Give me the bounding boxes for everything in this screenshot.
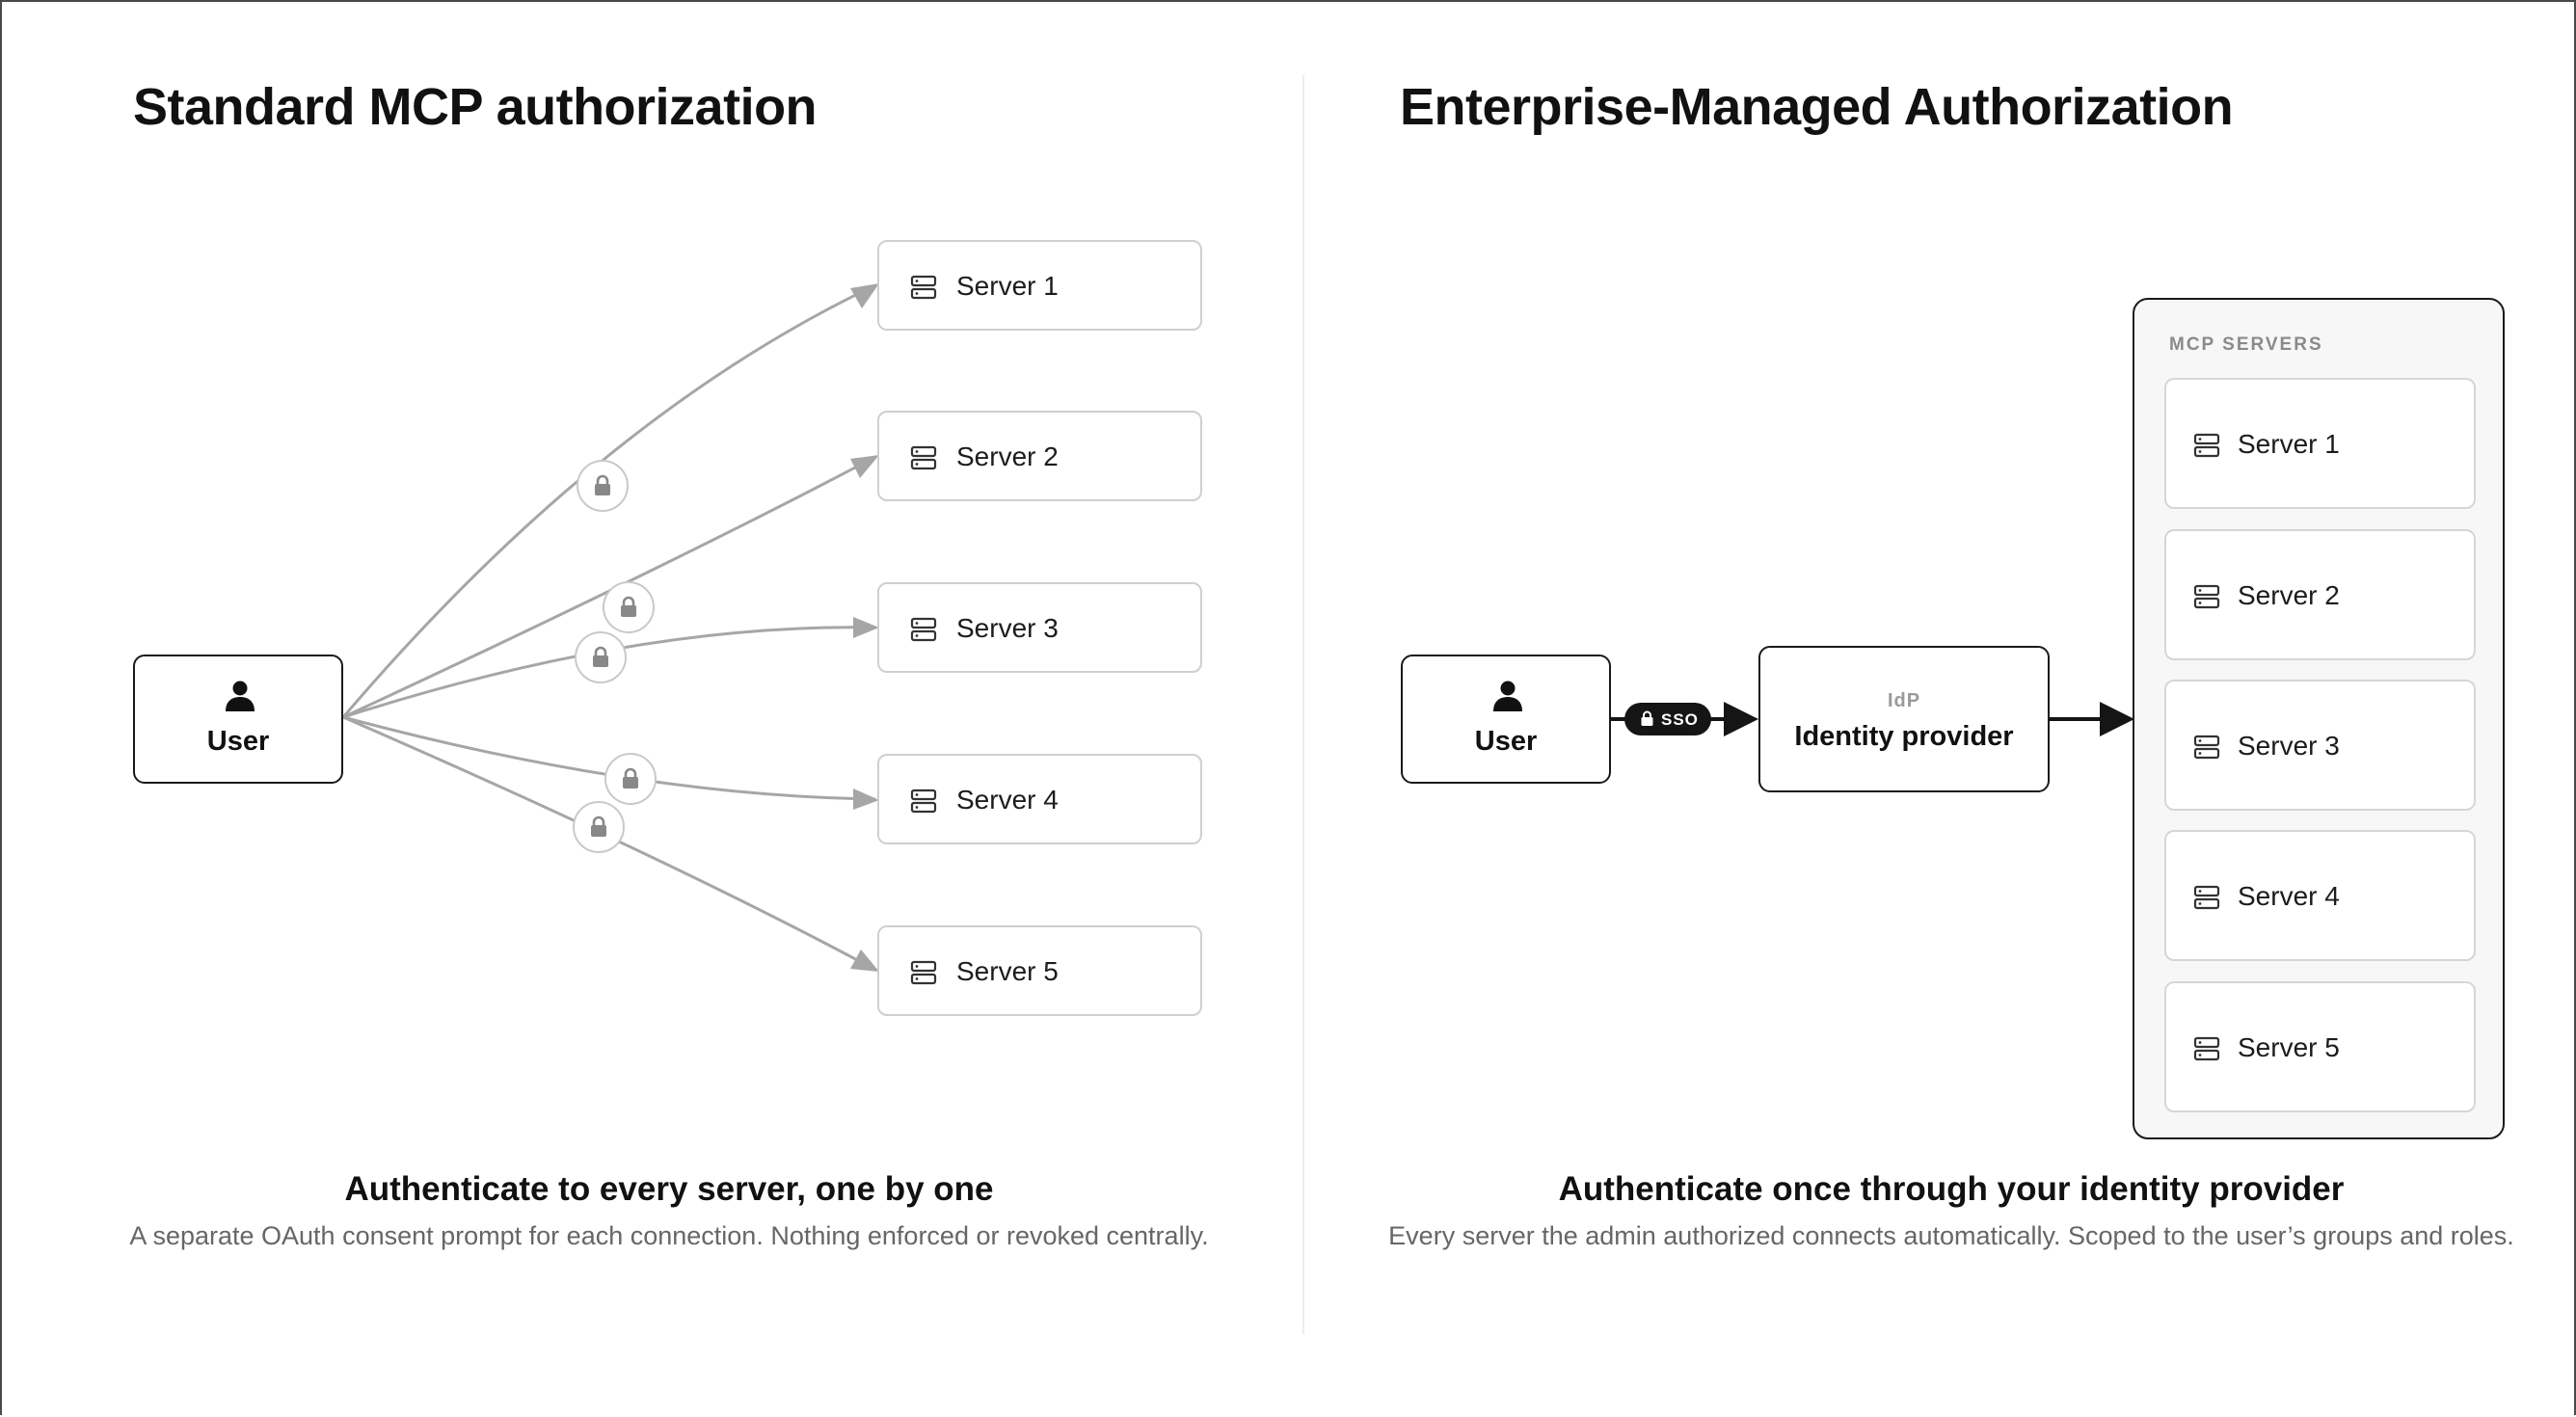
server-label: Server 1 (956, 271, 1059, 301)
server-label: Server 5 (2238, 1032, 2340, 1062)
left-server-2: Server 2 (877, 411, 1202, 501)
panel-divider (1302, 75, 1304, 1334)
idp-label: Identity provider (1794, 721, 2014, 752)
lock-icon (595, 474, 610, 495)
arrowhead-server-2 (850, 455, 879, 478)
sso-badge: SSO (1624, 703, 1711, 735)
arrowhead-server-3 (853, 617, 879, 638)
right-caption-description: Every server the admin authorized connec… (1388, 1221, 2514, 1250)
lock-icon (621, 596, 636, 617)
server-icon (910, 445, 937, 470)
lock-icon (593, 646, 608, 667)
left-server-5: Server 5 (877, 925, 1202, 1016)
arrowhead-mcp-servers (2100, 702, 2134, 736)
left-user-node: User (133, 655, 343, 784)
mcp-servers-group-label: MCP SERVERS (2169, 334, 2323, 355)
connector-user-server-5 (342, 715, 876, 972)
arrowhead-idp (1724, 702, 1758, 736)
lock-icon (623, 767, 638, 789)
left-server-1: Server 1 (877, 240, 1202, 331)
group-server-5: Server 5 (2164, 981, 2476, 1112)
server-icon (910, 789, 937, 814)
lock-badge-2 (603, 581, 655, 633)
lock-icon (591, 815, 606, 837)
server-label: Server 1 (2238, 429, 2340, 459)
left-server-4: Server 4 (877, 754, 1202, 844)
server-icon (2193, 885, 2220, 910)
right-caption-title: Authenticate once through your identity … (1558, 1170, 2345, 1208)
arrowhead-server-4 (853, 789, 879, 810)
left-panel-title: Standard MCP authorization (133, 78, 818, 136)
group-server-1: Server 1 (2164, 378, 2476, 509)
idp-tag: IdP (1887, 690, 1921, 711)
connector-user-server-2 (342, 455, 876, 719)
server-icon (910, 275, 937, 300)
server-icon (2193, 584, 2220, 609)
mcp-servers-group: MCP SERVERS Server 1 Server 2 Ser (2133, 298, 2505, 1139)
server-label: Server 2 (2238, 580, 2340, 610)
server-icon (2193, 1036, 2220, 1061)
server-label: Server 2 (956, 441, 1059, 471)
group-server-4: Server 4 (2164, 830, 2476, 961)
left-caption-title: Authenticate to every server, one by one (344, 1170, 994, 1208)
lock-icon (1641, 710, 1653, 726)
server-label: Server 3 (956, 613, 1059, 643)
right-user-label: User (1474, 726, 1538, 757)
connector-user-server-1 (341, 283, 876, 718)
sso-label: SSO (1661, 710, 1699, 729)
arrowhead-server-5 (850, 949, 879, 972)
left-caption-description: A separate OAuth consent prompt for each… (129, 1221, 1209, 1250)
person-icon (226, 681, 255, 711)
server-icon (2193, 735, 2220, 760)
identity-provider-node: IdP Identity provider (1758, 646, 2050, 792)
group-server-3: Server 3 (2164, 680, 2476, 811)
server-label: Server 5 (956, 956, 1059, 986)
right-panel-title: Enterprise-Managed Authorization (1400, 78, 2234, 136)
server-label: Server 4 (2238, 881, 2340, 911)
server-label: Server 4 (956, 785, 1059, 815)
server-icon (910, 960, 937, 985)
group-server-2: Server 2 (2164, 529, 2476, 660)
lock-badge-4 (604, 753, 657, 805)
left-server-3: Server 3 (877, 582, 1202, 673)
lock-badge-5 (573, 801, 625, 853)
left-user-label: User (206, 726, 270, 757)
server-label: Server 3 (2238, 731, 2340, 761)
server-icon (2193, 433, 2220, 458)
lock-badge-1 (577, 460, 629, 512)
lock-badge-3 (575, 631, 627, 683)
right-user-node: User (1401, 655, 1611, 784)
person-icon (1493, 681, 1522, 711)
arrowhead-server-1 (850, 283, 879, 308)
server-icon (910, 617, 937, 642)
